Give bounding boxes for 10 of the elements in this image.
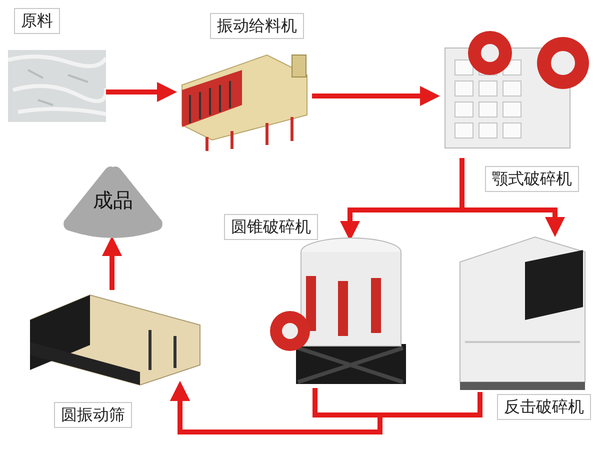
machine-label: 颚式破碎机	[485, 166, 579, 192]
arrow	[106, 82, 177, 102]
machine-label: 反击破碎机	[497, 394, 591, 420]
arrow	[312, 86, 440, 106]
machine-label: 圆锥破碎机	[224, 214, 318, 240]
machine-label: 振动给料机	[210, 13, 304, 39]
machine-label: 圆振动筛	[54, 402, 132, 428]
product-text: 成品	[92, 187, 134, 214]
machine-label: 原料	[14, 8, 60, 34]
arrow	[102, 236, 122, 290]
